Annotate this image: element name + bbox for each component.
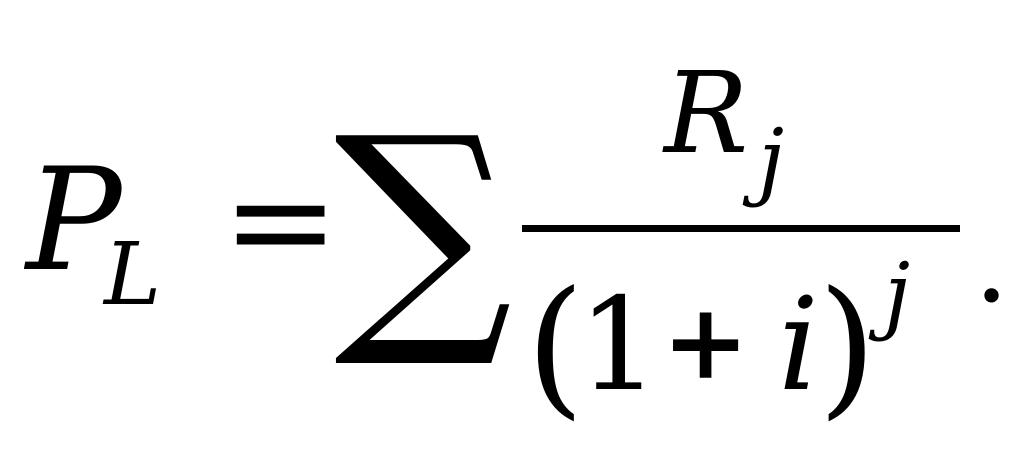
numerator-subscript: j <box>758 111 785 209</box>
lhs-symbol: P <box>26 138 122 303</box>
numerator-symbol: R <box>664 49 749 179</box>
close-parenthesis: ) <box>818 260 877 434</box>
denominator-one: 1 <box>578 271 660 420</box>
equals-sign: = <box>222 140 340 303</box>
summation-sign: ∑ <box>334 83 513 374</box>
denominator-exponent: j <box>884 245 911 343</box>
lhs-subscript: L <box>104 225 162 325</box>
interest-rate-variable: i <box>778 271 819 420</box>
plus-sign: + <box>662 280 750 403</box>
terminating-period: . <box>974 199 1009 327</box>
fraction-bar <box>522 225 960 232</box>
open-parenthesis: ( <box>526 260 585 434</box>
